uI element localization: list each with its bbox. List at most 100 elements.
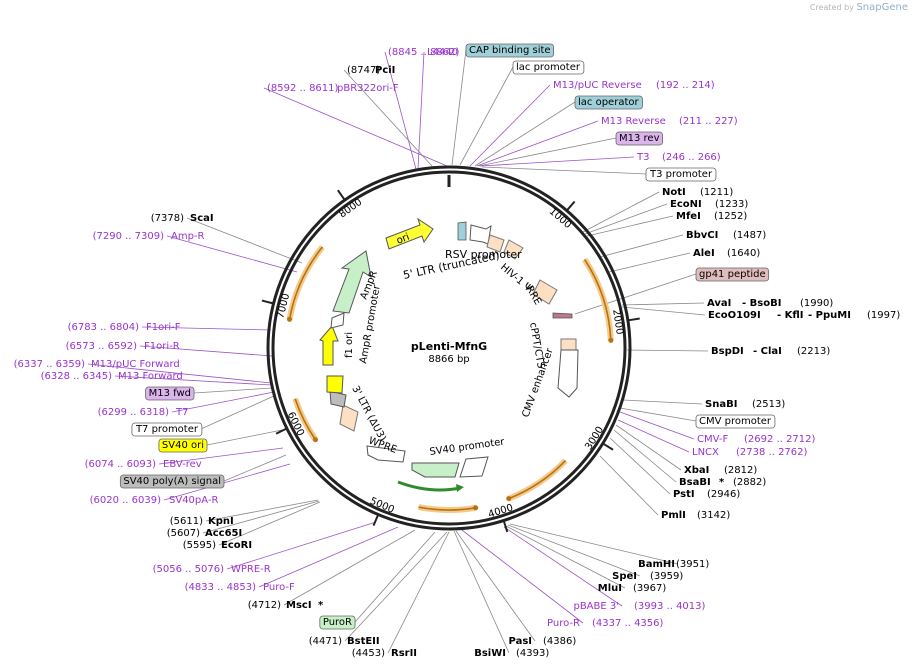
label-enzyme: - KflI [777,310,804,321]
label-enzyme: (2882) [733,477,766,488]
sv40-ori-block [326,375,344,394]
tick-mark [275,427,287,435]
label-enzyme: * [719,477,725,488]
leader-line [617,419,690,453]
label-feature: T3 promoter [645,167,717,182]
puro-orf-arrow [397,480,461,492]
label-primer: WPRE-R [231,564,271,575]
label-box [119,474,225,489]
f1-ori-label: f1 ori [344,332,355,358]
label-text: CAP binding site [469,45,551,56]
label-enzyme: BspDI [711,346,744,357]
leader-line [171,391,275,413]
label-box [695,267,770,282]
label-box [645,167,717,182]
leader-line [114,375,272,386]
tick-mark [261,299,273,305]
label-text: (3967) [633,583,666,594]
sv40-promoter-label: SV40 promoter [429,436,506,458]
hiv-psi-block [503,239,524,260]
label-text: CMV promoter [699,416,772,427]
label-feature: SV40 ori [158,438,208,453]
orf-arc-line [583,258,612,341]
label-primer: Puro-F [263,582,295,593]
label-enzyme: BbvCI [686,230,718,241]
leader-line [163,463,291,501]
label-text: BsiWI [474,648,506,659]
label-box [131,422,203,437]
label-text: lac operator [578,97,639,108]
leader-line [141,326,272,331]
branding-name: SnapGene [856,2,908,13]
label-text: BspDI [711,346,744,357]
label-enzyme: AvaI [707,298,731,309]
label-text: (3142) [697,510,730,521]
label-text: (5611) [170,516,203,527]
label-enzyme: (1997) [867,310,900,321]
label-text: (2946) [707,489,740,500]
label-text: MscI [286,600,312,611]
label-box [695,414,776,429]
label-primer: (246 .. 266) [662,152,721,163]
label-text: lac promoter [516,62,581,73]
leader-line [205,499,319,522]
label-text: (7290 .. 7309) [93,231,165,242]
label-feature: gp41 peptide [695,267,770,282]
leader-line [453,530,510,654]
label-text: (1211) [700,187,733,198]
label-box [158,438,208,453]
label-text: (6020 .. 6039) [90,495,162,506]
plasmid-inner-ring [271,170,627,526]
label-text: T3 [636,152,649,163]
label-text: pBABE 3' [573,601,619,612]
leader-line [193,387,273,394]
label-box [512,60,585,75]
label-enzyme: (3967) [633,583,666,594]
label-feature: PuroR [319,615,356,630]
label-enzyme: BamHI [638,559,675,570]
label-text: (4833 .. 4853) [185,582,257,593]
leader-line [609,437,671,495]
label-enzyme: AleI [693,248,715,259]
leader-line [87,363,272,384]
label-text: (2692 .. 2712) [744,434,816,445]
tick-marks [261,189,640,533]
plasmid-length: 8866 bp [428,354,469,365]
tick-mark [503,521,509,533]
label-box [615,131,663,146]
orf-arc [286,245,325,320]
leader-line [206,429,283,446]
label-primer: L4440 [427,47,458,58]
label-primer: SV40pA-R [169,495,218,506]
ltr-block [486,234,505,253]
label-text: MfeI [676,211,701,222]
label-primer: (7290 .. 7309) [93,231,165,242]
leader-line [384,51,417,170]
label-enzyme: (8747) [347,65,380,76]
label-primer: (5056 .. 5076) [153,564,225,575]
branding-prefix: Created by [809,3,854,12]
label-text: PmlI [661,510,686,521]
orf-arc-head [312,437,318,443]
label-primer: (6573 .. 6592) [66,341,138,352]
sv40-polya-block [329,390,347,408]
label-text: (1640) [727,248,760,259]
label-text: (3993 .. 4013) [634,601,706,612]
label-box [465,43,554,58]
label-enzyme: PstI [673,489,695,500]
label-primer: pBABE 3' [573,601,619,612]
label-primer: (6337 .. 6359) [14,359,86,370]
label-primer: CMV-F [697,434,728,445]
label-text: pBR322ori-F [337,83,399,94]
label-enzyme: SnaBI [705,399,737,410]
label-primer: F1ori-R [144,341,180,352]
label-text: (6299 .. 6318) [98,407,170,418]
label-enzyme: (4386) [543,636,576,647]
label-box [574,95,643,110]
orf-arc-head [506,496,512,502]
label-text: (6074 .. 6093) [85,459,157,470]
label-text: (2882) [733,477,766,488]
tick-mark [566,200,576,211]
plasmid-outer-ring [266,165,632,531]
